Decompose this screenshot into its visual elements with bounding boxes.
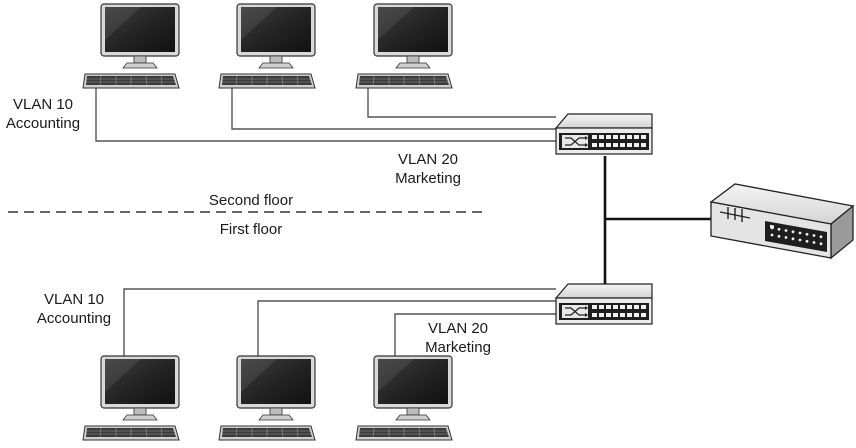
label-top-vlan20-line1: VLAN 20 [397, 151, 459, 168]
cable-top-pc1 [95, 84, 556, 142]
cable-bottom-pc3 [394, 313, 556, 360]
label-bottom-vlan20: VLAN 20 Marketing [410, 319, 506, 357]
label-bottom-vlan10-line2: Accounting [36, 310, 112, 327]
cable-top-pc2 [231, 84, 556, 130]
computer-bottom-1 [82, 355, 180, 441]
computer-top-1 [82, 3, 180, 89]
label-first-floor: First floor [219, 221, 283, 238]
computer-bottom-3 [355, 355, 453, 441]
label-top-vlan10: VLAN 10 Accounting [2, 95, 84, 133]
label-bottom-vlan10: VLAN 10 Accounting [26, 290, 122, 328]
label-top-vlan20-line2: Marketing [395, 170, 461, 187]
switch-first-floor [555, 283, 653, 325]
label-top-vlan20: VLAN 20 Marketing [380, 150, 476, 188]
label-second-floor: Second floor [208, 192, 294, 209]
cable-top-pc3 [367, 82, 556, 118]
label-bottom-vlan20-line1: VLAN 20 [427, 320, 489, 337]
router-icon [709, 183, 855, 260]
label-top-vlan10-line1: VLAN 10 [12, 96, 74, 113]
cable-bottom-pc2 [257, 300, 556, 360]
computer-bottom-2 [218, 355, 316, 441]
label-bottom-vlan10-line1: VLAN 10 [43, 291, 105, 308]
cable-bottom-pc1 [123, 288, 556, 360]
label-top-vlan10-line2: Accounting [5, 115, 81, 132]
label-bottom-vlan20-line2: Marketing [425, 339, 491, 356]
computer-top-2 [218, 3, 316, 89]
computer-top-3 [355, 3, 453, 89]
switch-second-floor [555, 113, 653, 155]
